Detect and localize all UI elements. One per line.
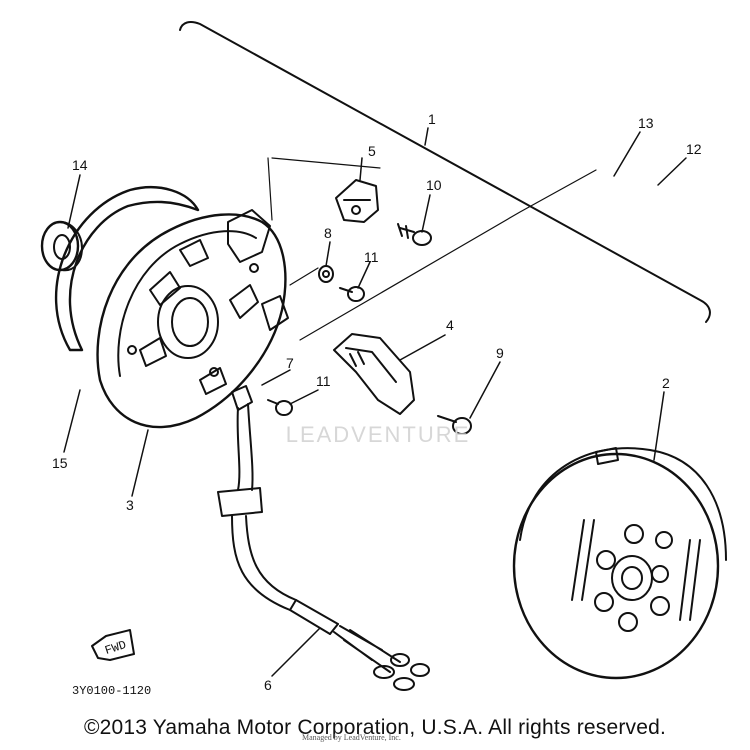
screw-9 <box>437 415 472 435</box>
leader-3 <box>131 429 149 497</box>
leader-14 <box>67 174 81 229</box>
callout-12: 12 <box>686 141 702 157</box>
callout-4: 4 <box>446 317 454 333</box>
leader-4 <box>399 334 446 361</box>
screw-11a <box>339 286 365 302</box>
leader-11b <box>289 389 319 405</box>
watermark-small-text: Managed by LeadVenture, Inc. <box>302 733 401 742</box>
leader-1 <box>424 127 429 146</box>
callout-3: 3 <box>126 497 134 513</box>
callout-10: 10 <box>426 177 442 193</box>
leader-11a <box>357 261 371 289</box>
connector-lines <box>267 157 597 341</box>
oil-seal-inner <box>53 234 71 260</box>
leader-13 <box>613 131 641 177</box>
callout-6: 6 <box>264 677 272 693</box>
fwd-arrow <box>91 629 135 661</box>
screw-10 <box>397 223 432 246</box>
watermark-text: LEADVENTURE <box>286 422 471 447</box>
callout-7: 7 <box>286 355 294 371</box>
stator-plate <box>96 209 289 429</box>
o-ring <box>54 186 200 352</box>
leader-12 <box>657 157 687 186</box>
leader-2 <box>653 391 665 461</box>
callout-13: 13 <box>638 115 654 131</box>
leader-7 <box>261 369 291 386</box>
callout-14: 14 <box>72 157 88 173</box>
collar-8 <box>318 265 334 283</box>
fwd-label: FWD <box>103 638 128 658</box>
diagram-code: 3Y0100-1120 <box>72 684 151 698</box>
callout-1: 1 <box>428 111 436 127</box>
assembly-bracket <box>179 21 711 323</box>
flywheel-rotor <box>512 447 727 680</box>
callout-2: 2 <box>662 375 670 391</box>
leader-6 <box>271 627 321 677</box>
callout-5: 5 <box>368 143 376 159</box>
copyright-notice: ©2013 Yamaha Motor Corporation, U.S.A. A… <box>83 716 667 739</box>
callout-15: 15 <box>52 455 68 471</box>
leader-8 <box>325 241 331 267</box>
callout-11a: 11 <box>364 249 379 265</box>
callout-11b: 11 <box>316 373 331 389</box>
callout-9: 9 <box>496 345 504 361</box>
pulser-coil-4 <box>333 333 415 415</box>
oil-seal-outer <box>40 220 80 272</box>
wire-harness <box>217 385 430 691</box>
leader-10 <box>421 194 431 233</box>
leader-5 <box>359 157 363 181</box>
callout-8: 8 <box>324 225 332 241</box>
coil-5 <box>335 179 379 223</box>
leader-15 <box>63 389 81 453</box>
screw-11b <box>267 399 293 416</box>
leader-9 <box>469 361 501 419</box>
